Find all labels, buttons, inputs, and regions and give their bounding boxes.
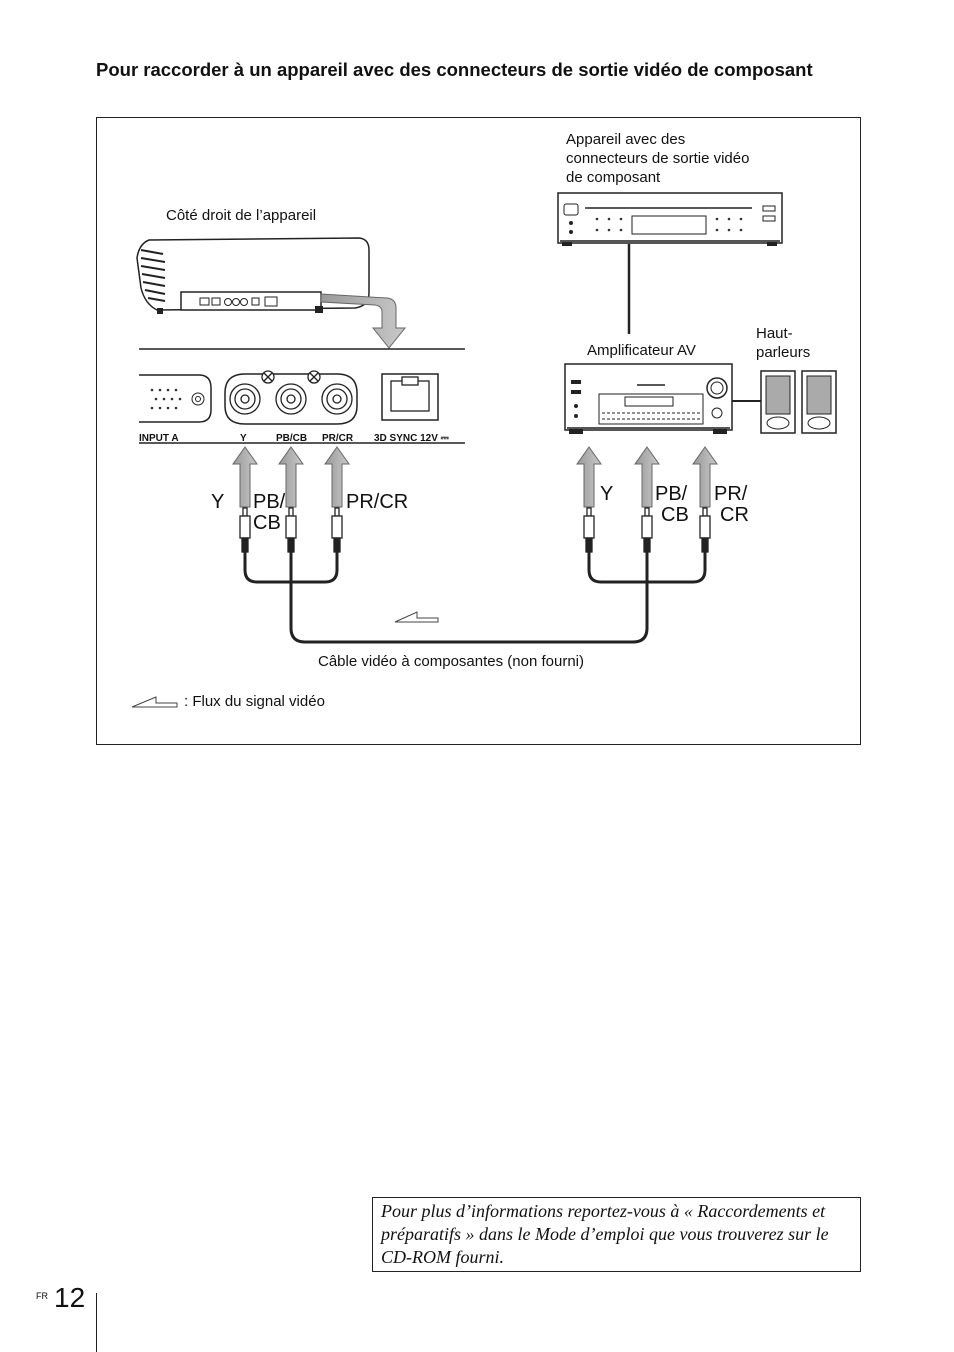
component-cable (243, 552, 707, 644)
plug-right-cb-label: CB (661, 504, 689, 526)
plug-left-y-label: Y (211, 491, 224, 513)
panel-y-label: Y (240, 433, 247, 444)
page-number: 12 (54, 1282, 86, 1313)
plug-left-cb-label: CB (253, 512, 281, 534)
plug-left-pb-label: PB/ (253, 491, 286, 513)
cable-label: Câble vidéo à composantes (non fourni) (318, 653, 584, 670)
plug-right-y-label: Y (600, 483, 613, 505)
plug-right-cr-label: CR (720, 504, 749, 526)
speakers-icon (760, 370, 837, 434)
legend-label: : Flux du signal vidéo (184, 693, 325, 710)
device-label-3: de composant (566, 169, 661, 186)
signal-arrows-right (576, 446, 718, 508)
panel-pr-label: PR/CR (322, 433, 354, 444)
diagram-svg: Appareil avec des connecteurs de sortie … (131, 131, 837, 710)
signal-arrows-left (232, 446, 350, 508)
device-label-1: Appareil avec des (566, 131, 685, 148)
legend-arrow-icon (131, 696, 178, 708)
plug-right-pb-label: PB/ (655, 483, 688, 505)
panel-sync-label: 3D SYNC 12V ⎓ (374, 433, 449, 444)
page-language: FR (36, 1291, 48, 1301)
panel-input-a-label: INPUT A (139, 433, 179, 444)
rca-plugs (239, 507, 711, 553)
source-device-icon (557, 192, 783, 246)
connection-diagram: Appareil avec des connecteurs de sortie … (96, 117, 861, 745)
speakers-label-2: parleurs (756, 344, 810, 361)
plug-left-pr-label: PR/CR (346, 491, 408, 513)
zoom-arrow (320, 293, 407, 349)
page-rule (96, 1293, 97, 1352)
panel-pb-label: PB/CB (276, 433, 307, 444)
cable-flow-arrow (394, 611, 439, 623)
device-label-2: connecteurs de sortie vidéo (566, 150, 749, 167)
projector-label: Côté droit de l’appareil (166, 207, 316, 224)
projector-icon (136, 237, 370, 314)
plug-right-pr-label: PR/ (714, 483, 748, 505)
reference-note: Pour plus d’informations reportez-vous à… (372, 1197, 861, 1272)
connector-panel: INPUT A Y PB/CB PR/CR 3D SYNC 12V ⎓ (139, 348, 465, 444)
amplifier-icon (564, 363, 733, 434)
speakers-label-1: Haut- (756, 325, 793, 342)
section-heading: Pour raccorder à un appareil avec des co… (96, 59, 813, 80)
amplifier-label: Amplificateur AV (587, 342, 696, 359)
